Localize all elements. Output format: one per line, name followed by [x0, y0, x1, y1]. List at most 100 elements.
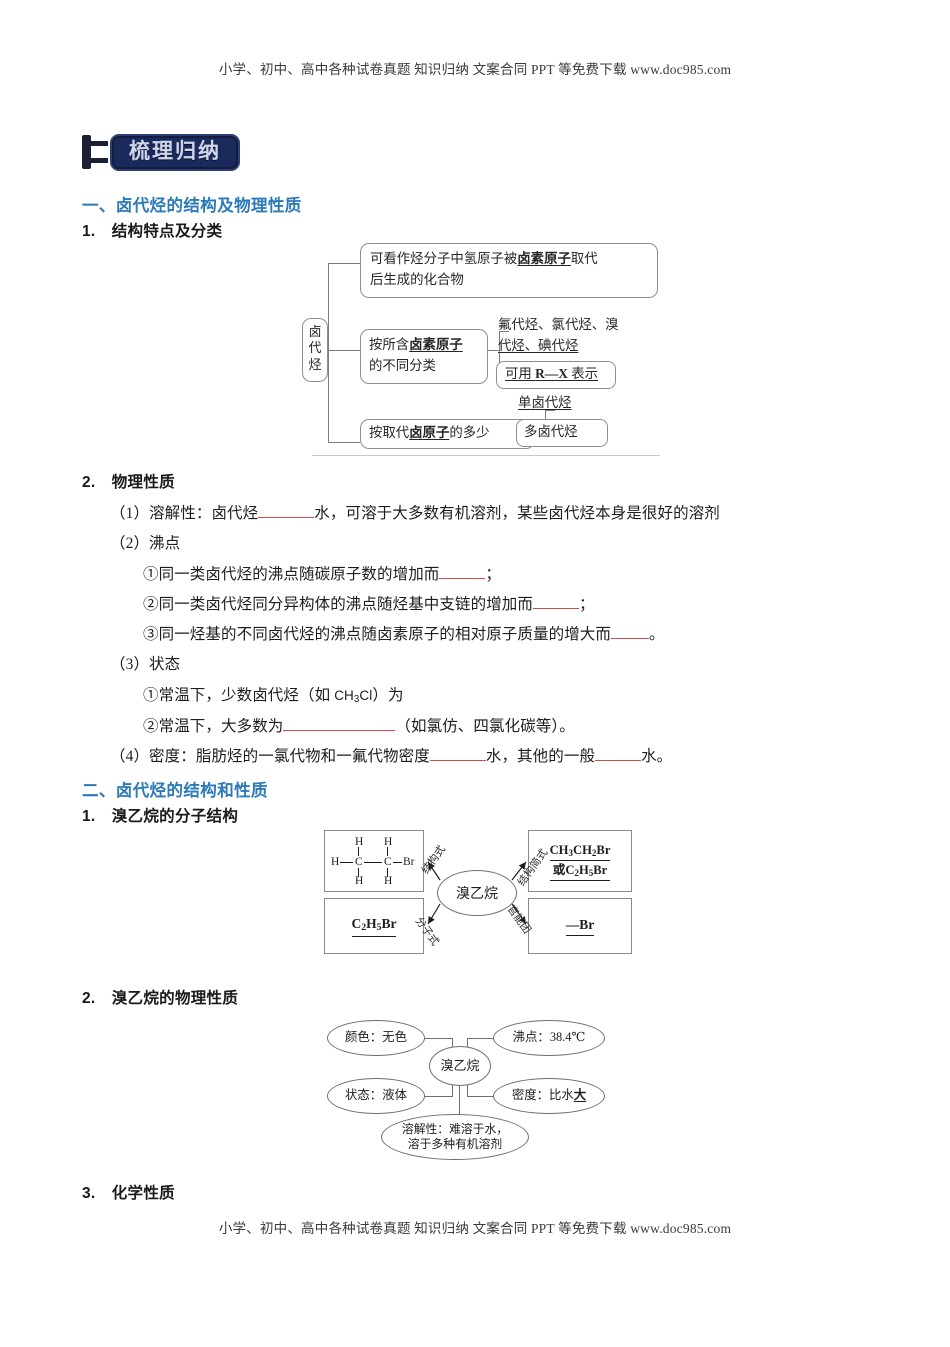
connector [467, 1096, 495, 1098]
s2-sub-3-title: 化学性质 [111, 1185, 175, 1202]
solubility-line-2: 溶于多种有机溶剂 [407, 1137, 503, 1151]
rx-prefix: 可用 [505, 366, 536, 381]
connector [545, 410, 555, 412]
classify-count-text-a: 按取代 [369, 425, 410, 440]
node-solubility: 溶解性：难溶于水， 溶于多种有机溶剂 [381, 1114, 529, 1160]
node-state: 状态：液体 [327, 1078, 425, 1114]
boiling-point-label: 沸点： [512, 1030, 550, 1045]
state2-text-a: ②常温下，大多数为 [143, 718, 284, 735]
solubility-text-b: 水，可溶于大多数有机溶剂，某些卤代烃本身是很好的溶剂 [314, 505, 720, 522]
box-short-structural-formula: CH3CH2Br 或C2H5Br [528, 830, 632, 892]
halogen-types-line-1: 氟代烃、氯代烃、溴 [498, 317, 619, 332]
connector [423, 1038, 453, 1040]
boiling-point-item-2: ②同一类卤代烃同分异构体的沸点随烃基中支链的增加而； [143, 592, 595, 614]
rx-text: 可用 R—X 表示 [505, 366, 598, 381]
functional-group-text: —Br [565, 916, 595, 937]
molecular-formula-text: C2H5Br [351, 915, 397, 937]
short-formula-group: CH3CH2Br 或C2H5Br [549, 841, 611, 882]
section-1-sub-1: 1. 结构特点及分类 [82, 219, 222, 241]
connector [499, 331, 501, 371]
diagram-haloalkane-structure: 卤代烃 可看作烃分子中氢原子被卤素原子取代 后生成的化合物 按所含卤素原子 的不… [300, 243, 660, 458]
atom-h-bot-left: H [355, 875, 364, 887]
atom-c-left: C [355, 856, 363, 868]
bp1-text-b: ； [485, 566, 502, 583]
node-monohaloalkane: 单卤代烃 [518, 395, 572, 410]
section-badge: 梳理归纳 [82, 131, 240, 173]
state1-text-a: ①常温下，少数卤代烃（如 [143, 687, 335, 704]
sub-2-title: 物理性质 [111, 474, 175, 491]
blank-density-2[interactable] [595, 745, 642, 761]
classify-count-text-b: 的多少 [449, 425, 490, 440]
node-properties-center: 溴乙烷 [429, 1046, 491, 1086]
bp1-text-a: ①同一类卤代烃的沸点随碳原子数的增加而 [143, 566, 440, 583]
state-item-1: ①常温下，少数卤代烃（如 CH3Cl）为 [143, 683, 404, 705]
property-state-heading: （3）状态 [110, 656, 181, 673]
section-1-heading: 一、卤代烃的结构及物理性质 [82, 197, 302, 215]
definition-text-b: 取代 [570, 251, 598, 266]
state2-text-b: （如氯仿、四氯化碳等）。 [395, 718, 575, 735]
node-bromoethane-center: 溴乙烷 [437, 870, 517, 916]
node-polyhaloalkane: 多卤代烃 [516, 419, 608, 447]
definition-text-bold: 卤素原子 [517, 251, 571, 266]
connector [328, 263, 360, 265]
section-1-sub-2: 2. 物理性质 [82, 470, 175, 492]
formula-ch3cl: CH3Cl [334, 688, 373, 706]
node-classify-by-halogen: 按所含卤素原子 的不同分类 [360, 329, 488, 384]
rx-suffix: 表示 [567, 366, 599, 381]
diagram-bromoethane-structure: H H H C C Br H H C2H5Br [300, 828, 650, 956]
section-2-sub-3: 3. 化学性质 [82, 1181, 175, 1203]
node-halogen-types: 氟代烃、氯代烃、溴 代烃、碘代烃 [498, 315, 658, 357]
property-solubility: （1）溶解性：卤代烃水，可溶于大多数有机溶剂，某些卤代烃本身是很好的溶剂 [110, 501, 720, 523]
node-root-label: 卤代烃 [308, 324, 322, 372]
blank-density-1[interactable] [429, 745, 486, 761]
classify-halogen-line-2: 的不同分类 [369, 357, 436, 373]
s2-sub-1-title: 溴乙烷的分子结构 [111, 808, 239, 825]
box-functional-group: —Br [528, 898, 632, 954]
definition-line-2: 后生成的化合物 [370, 271, 464, 287]
density-value: 大 [573, 1088, 587, 1103]
density-text-b: 水，其他的一般 [485, 748, 596, 765]
diagram-divider [312, 455, 660, 456]
connector [328, 442, 360, 444]
sub-1-title: 结构特点及分类 [111, 223, 223, 240]
classify-halogen-text-a: 按所含 [369, 337, 410, 352]
density-label: 密度：比水 [511, 1088, 574, 1103]
section-2-sub-2: 2. 溴乙烷的物理性质 [82, 986, 238, 1008]
boiling-point-value: 38.4℃ [549, 1030, 586, 1045]
density-text-a: （4）密度：脂肪烃的一氯代物和一氟代物密度 [110, 748, 430, 765]
sub-1-number: 1. [82, 223, 96, 240]
definition-text-a: 可看作烃分子中氢原子被 [370, 251, 518, 266]
structural-formula-drawing: H H H C C Br H H [331, 836, 417, 887]
definition-line-1: 可看作烃分子中氢原子被卤素原子取代 [370, 249, 648, 270]
bp3-text-a: ③同一烃基的不同卤代烃的沸点随卤素原子的相对原子质量的增大而 [143, 626, 612, 643]
s2-sub-3-number: 3. [82, 1185, 96, 1202]
badge-box: 梳理归纳 [110, 133, 240, 171]
polyhaloalkane-label: 多卤代烃 [524, 424, 578, 439]
node-color: 颜色：无色 [327, 1020, 425, 1056]
connector [452, 1078, 454, 1097]
node-definition: 可看作烃分子中氢原子被卤素原子取代 后生成的化合物 [360, 243, 658, 298]
promo-banner-top: 小学、初中、高中各种试卷真题 知识归纳 文案合同 PPT 等免费下载 www.d… [218, 62, 732, 77]
connector [488, 350, 500, 352]
state-item-2: ②常温下，大多数为 （如氯仿、四氯化碳等）。 [143, 714, 575, 736]
s2-sub-1-number: 1. [82, 808, 96, 825]
blank-solubility[interactable] [258, 502, 315, 518]
radial-arrows [427, 861, 527, 925]
rx-formula: R—X [535, 366, 568, 381]
blank-state-2[interactable] [283, 715, 396, 731]
blank-bp-2[interactable] [533, 593, 580, 609]
node-density: 密度：比水大 [493, 1078, 605, 1114]
connector [499, 331, 509, 333]
classify-count-text-bold: 卤原子 [409, 425, 450, 440]
promo-banner-bottom: 小学、初中、高中各种试卷真题 知识归纳 文案合同 PPT 等免费下载 www.d… [218, 1221, 732, 1236]
atom-c-right: C [384, 856, 392, 868]
connector [328, 263, 330, 351]
badge-label: 梳理归纳 [129, 139, 221, 163]
blank-bp-1[interactable] [439, 563, 486, 579]
blank-bp-3[interactable] [611, 623, 650, 639]
node-classify-by-count: 按取代卤原子的多少 [360, 419, 535, 449]
bp3-text-b: 。 [649, 626, 665, 643]
classify-halogen-line-1: 按所含卤素原子 [369, 335, 479, 356]
box-molecular-formula: C2H5Br [324, 898, 424, 954]
